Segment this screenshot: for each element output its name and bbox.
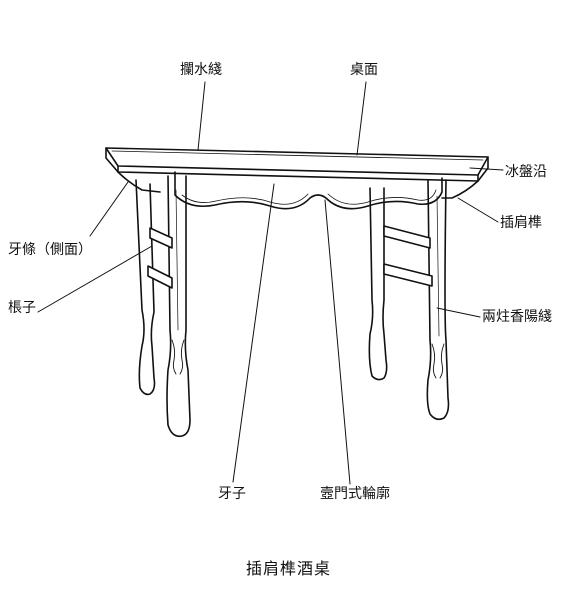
label-bingpanyan: 冰盤沿 [505, 164, 547, 180]
label-lanshuixian: 攔水綫 [180, 62, 222, 78]
label-kunmenshilunkuo: 壼門式輪廓 [320, 486, 390, 502]
label-chengzi: 棖子 [8, 300, 36, 316]
stretchers [147, 225, 433, 289]
label-yatiao: 牙條（側面） [8, 242, 92, 258]
apron [117, 171, 479, 210]
leader-lines [37, 81, 504, 485]
figure-caption: 插肩榫酒桌 [246, 559, 332, 578]
label-zhuomian: 桌面 [350, 62, 378, 78]
tabletop [105, 147, 489, 182]
label-liangzhuxiangyangxian: 兩炷香陽綫 [482, 309, 552, 325]
label-yazi: 牙子 [218, 486, 246, 502]
back-legs [135, 179, 388, 396]
front-legs [166, 175, 450, 438]
label-chajiansun: 插肩榫 [500, 215, 542, 231]
